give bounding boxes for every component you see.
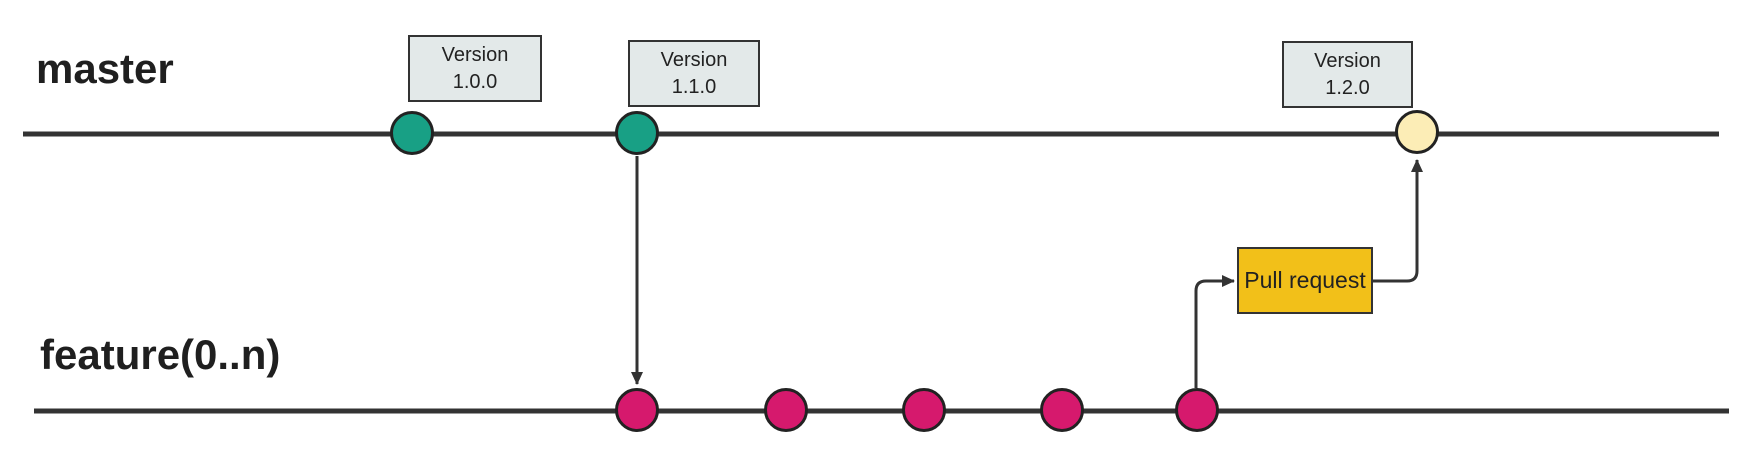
master-commit-v1-2-0 xyxy=(1395,110,1439,154)
version-tag-1-1-0: Version 1.1.0 xyxy=(628,40,760,107)
version-tag-1-2-0: Version 1.2.0 xyxy=(1282,41,1413,108)
master-commit-v1-0-0 xyxy=(390,111,434,155)
feature-commit-1 xyxy=(615,388,659,432)
pull-request-to-master-arrow xyxy=(1373,159,1423,283)
feature-commit-2 xyxy=(764,388,808,432)
version-tag-line1: Version xyxy=(660,48,728,71)
master-commit-v1-1-0 xyxy=(615,111,659,155)
pull-request-label: Pull request xyxy=(1244,267,1366,293)
version-tag-line2: 1.0.0 xyxy=(452,70,498,93)
feature-commit-3 xyxy=(902,388,946,432)
feature-branch-label: feature(0..n) xyxy=(40,331,281,378)
feature-commit-5 xyxy=(1175,388,1219,432)
feature-to-pull-request-arrow xyxy=(1194,275,1235,388)
feature-commit-4 xyxy=(1040,388,1084,432)
version-tag-line2: 1.2.0 xyxy=(1325,76,1370,99)
version-tag-line1: Version xyxy=(1314,49,1381,72)
pull-request-box: Pull request xyxy=(1237,247,1373,314)
version-tag-line2: 1.1.0 xyxy=(671,75,717,98)
version-tag-1-0-0: Version 1.0.0 xyxy=(408,35,542,102)
version-tag-line1: Version xyxy=(441,43,509,66)
master-branch-label: master xyxy=(36,45,174,92)
